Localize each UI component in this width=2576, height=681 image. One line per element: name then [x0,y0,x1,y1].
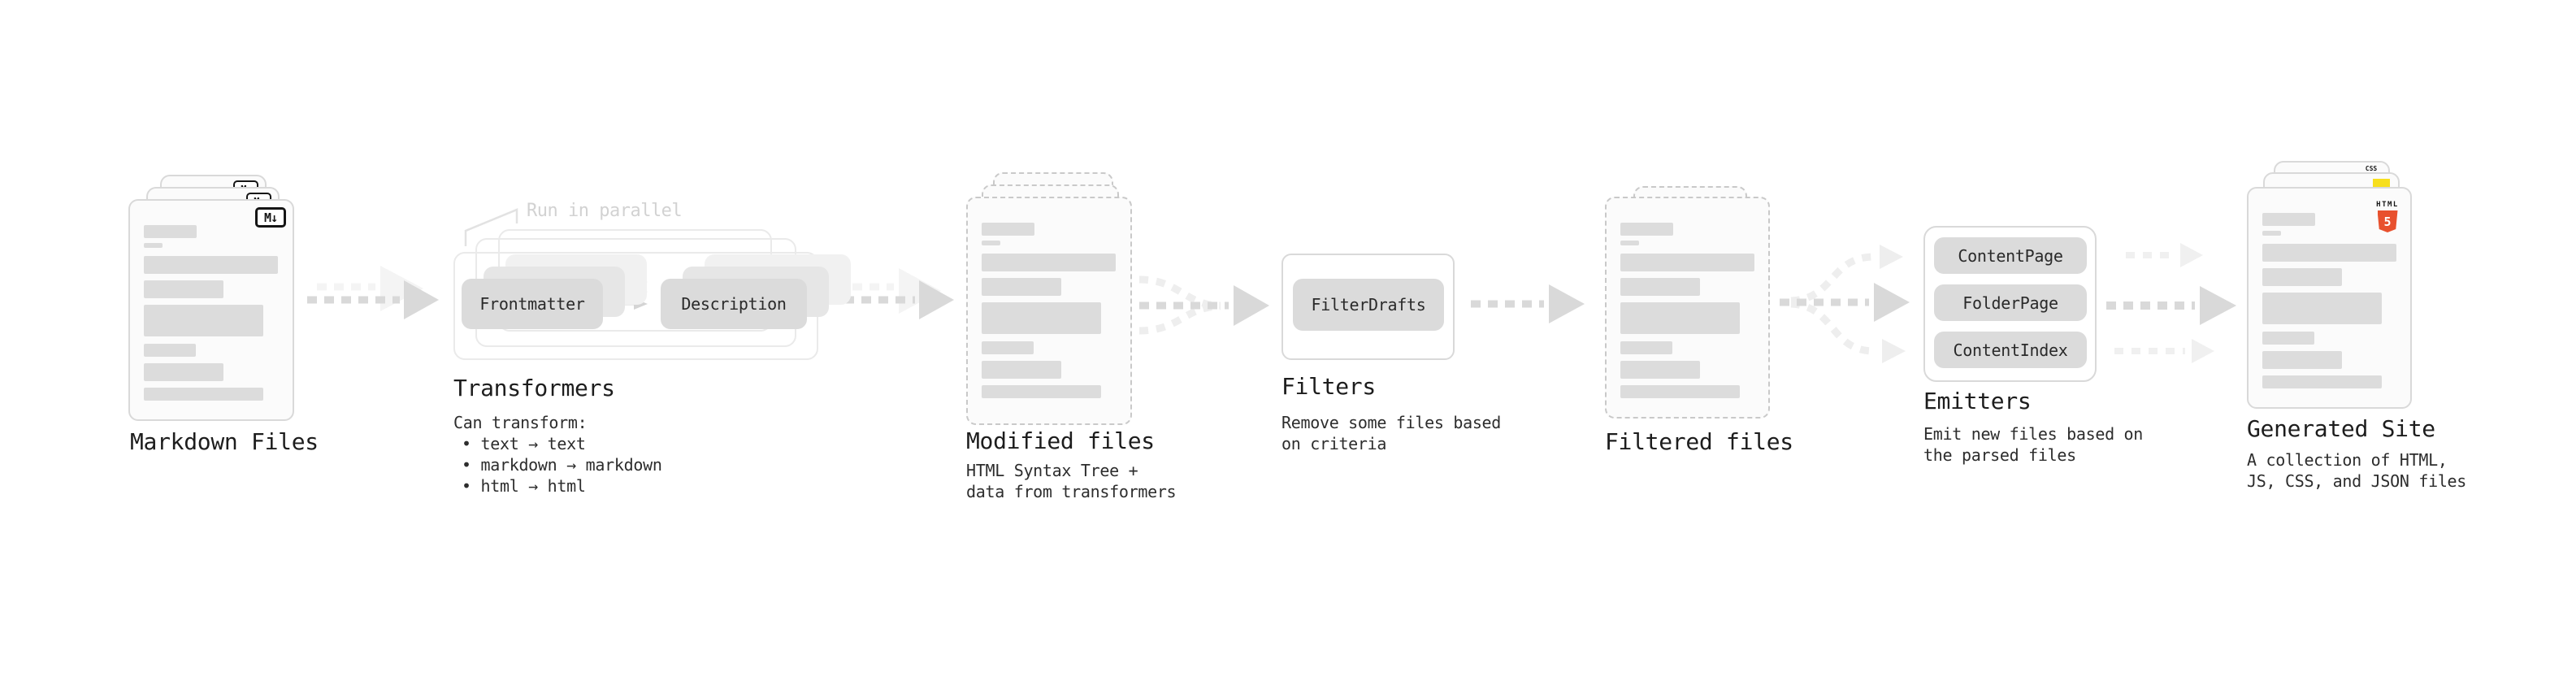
javascript-icon [2373,179,2390,188]
contentpage-emitter-pill: ContentPage [1934,237,2087,274]
folderpage-emitter-pill: FolderPage [1934,284,2087,321]
text-line-bar [2262,332,2314,345]
text-line-bar [144,344,196,357]
text-line-bar [144,388,263,401]
modified-files-title: Modified files [966,427,1155,454]
caption-line: Can transform: [453,413,588,432]
filtered-files-stack [1605,186,1792,426]
text-line-bar [1620,361,1700,379]
caption-line: A collection of HTML, [2247,450,2448,470]
filtered-files-title: Filtered files [1605,428,1793,455]
text-line-bar [982,241,1000,245]
transformers-caption: Can transform: • text → text • markdown … [453,412,662,497]
text-line-bar [2262,351,2342,369]
html5-icon-label: HTML [2376,201,2399,209]
contentindex-emitter-pill: ContentIndex [1934,332,2087,368]
text-line-bar [1620,278,1700,296]
modified-files-caption: HTML Syntax Tree + data from transformer… [966,460,1177,502]
text-line-bar [982,341,1034,354]
caption-line: JS, CSS, and JSON files [2247,471,2467,491]
caption-line: HTML Syntax Tree + [966,461,1138,480]
generated-site-caption: A collection of HTML, JS, CSS, and JSON … [2247,449,2466,492]
text-line-bar [1620,254,1754,271]
text-line-bar [982,254,1116,271]
caption-bullet: • text → text [462,434,586,453]
filters-caption: Remove some files based on criteria [1281,412,1501,454]
text-line-bar [1620,223,1673,236]
text-line-bar [144,305,263,336]
text-line-bar [144,256,278,274]
markdown-files-title: Markdown Files [130,428,319,455]
text-line-bar [2262,231,2281,236]
caption-bullet: • html → html [462,476,586,496]
description-transformer-pill: Description [661,279,807,329]
arrow-modified-to-filters-converging [1138,275,1269,335]
emitters-title: Emitters [1923,388,2032,414]
text-line-bar [982,361,1061,379]
text-line-bar [982,385,1101,398]
text-line-bar [2262,293,2382,324]
frontmatter-transformer-pill: Frontmatter [462,279,603,329]
text-line-bar [1620,385,1740,398]
html5-icon-shield: 5 [2377,210,2398,232]
markdown-document-front: M↓ [128,199,294,421]
text-line-bar [2262,375,2382,388]
document-text-lines [2262,213,2396,407]
filtered-document-front [1605,197,1770,419]
document-text-lines [982,223,1117,423]
caption-line: data from transformers [966,482,1177,501]
text-line-bar [2262,268,2342,286]
text-line-bar [144,243,163,248]
text-line-bar [1620,341,1672,354]
modified-files-stack [966,172,1153,426]
markdown-files-stack: M↓ M↓ M↓ [128,175,315,423]
arrow-emitters-to-generated [2106,243,2236,363]
text-line-bar [2262,244,2396,262]
html5-icon: HTML 5 [2373,194,2402,232]
arrow-filtered-to-emitters-diverging [1780,245,1910,363]
emitters-caption: Emit new files based on the parsed files [1923,423,2143,466]
arrow-filters-to-filtered [1471,284,1585,323]
modified-document-front [966,197,1132,425]
markdown-icon: M↓ [255,207,286,228]
document-text-lines [144,225,279,419]
text-line-bar [982,278,1061,296]
text-line-bar [982,302,1101,334]
caption-line: Emit new files based on [1923,424,2144,444]
text-line-bar [2262,213,2315,226]
html-document-front: HTML 5 [2247,187,2412,409]
text-line-bar [1620,241,1639,245]
caption-line: Remove some files based [1281,413,1502,432]
filterdrafts-pill: FilterDrafts [1293,279,1444,331]
caption-bullet: • markdown → markdown [462,455,662,475]
text-line-bar [982,223,1034,236]
generated-site-title: Generated Site [2247,415,2435,442]
caption-line: the parsed files [1923,445,2076,465]
run-in-parallel-note: Run in parallel [527,201,683,221]
text-line-bar [1620,302,1740,334]
caption-line: on criteria [1281,434,1387,453]
text-line-bar [144,225,197,238]
transformers-title: Transformers [453,375,615,401]
text-line-bar [144,280,223,298]
document-text-lines [1620,223,1754,417]
filters-title: Filters [1281,373,1376,400]
text-line-bar [144,363,223,381]
generated-site-stack: CSS HTML 5 [2247,161,2434,421]
arrow-markdown-to-transformers [307,266,439,319]
